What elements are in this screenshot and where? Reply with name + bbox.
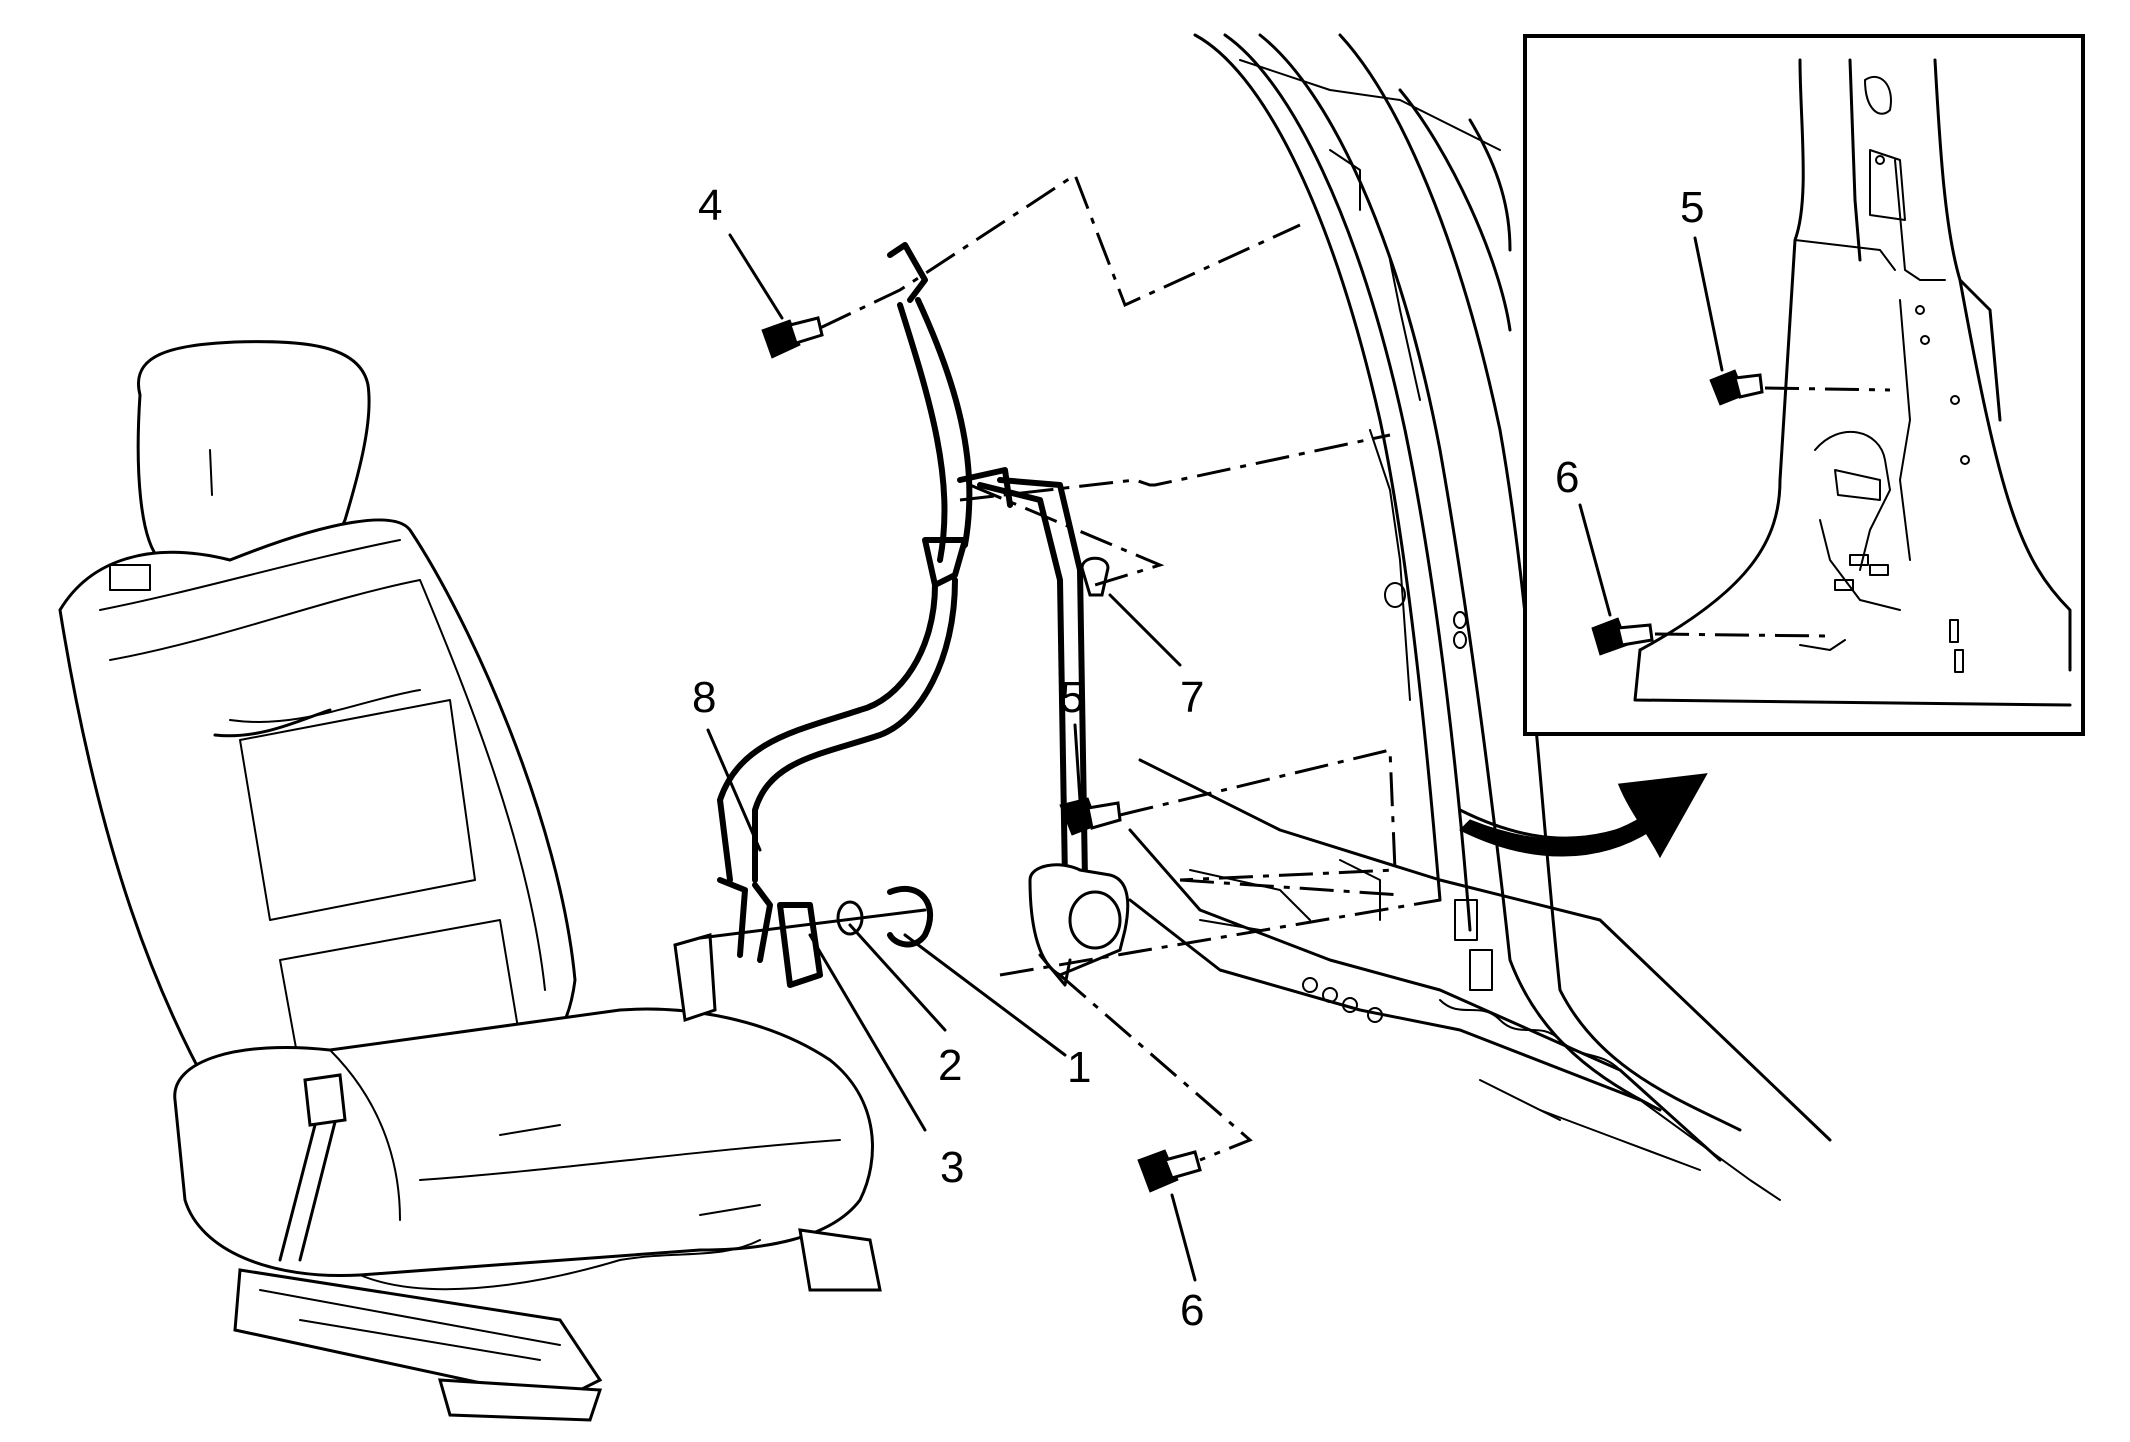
callout-4: 4 [698,181,722,230]
callout-7: 7 [1180,673,1204,722]
seat-track [233,1268,603,1402]
lap-strap [717,582,938,883]
callout-6: 6 [1180,1286,1204,1335]
plastic-cover [777,902,823,988]
push-pin-icon [1080,556,1110,597]
seat-belt-assembly [673,242,1130,1022]
callout-leaders [706,233,1197,1282]
front-seat [58,340,882,1422]
washer-bracket [887,885,933,948]
inset-callout-5: 5 [1680,183,1704,232]
detail-arrow-icon [1458,773,1708,859]
seat-back [58,518,577,1092]
callout-2: 2 [938,1041,962,1090]
callout-8: 8 [692,673,716,722]
upper-guide [887,242,928,303]
callout-1: 1 [1067,1043,1091,1092]
bolt-upper-anchor-icon [761,316,824,359]
inset-bolt-lower-icon [1591,617,1654,656]
callout-labels: 4 8 3 2 1 5 7 6 [692,181,1204,1335]
seat-headrest [136,340,371,572]
inset-bolt-retractor-icon [1709,369,1764,406]
fasteners [761,316,1202,1193]
detail-inset: 5 6 [1523,34,2085,736]
seat-buckle [303,1073,347,1127]
inset-callout-6: 6 [1555,453,1579,502]
bolt-retractor-icon [1059,797,1122,836]
bolt-lower-anchor-icon [1137,1149,1202,1193]
callout-5: 5 [1060,673,1084,722]
seat-cushion [173,1007,874,1278]
dash-leaders [819,172,1441,1162]
callout-3: 3 [940,1143,964,1192]
